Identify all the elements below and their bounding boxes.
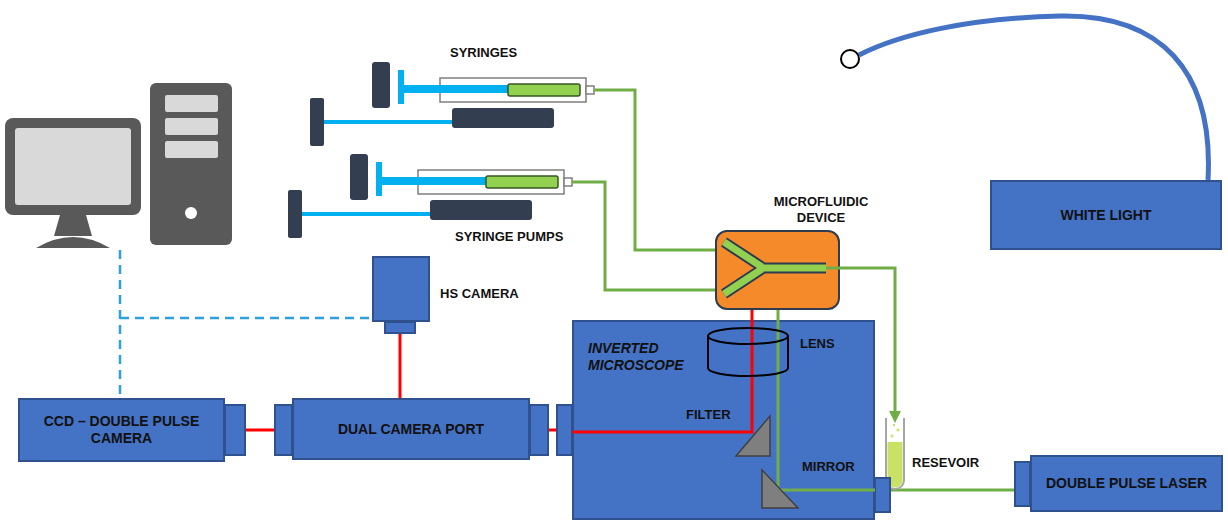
syringe-pump-bottom <box>288 154 572 238</box>
node-label: WHITE LIGHT <box>1061 207 1152 224</box>
node-label: DUAL CAMERA PORT <box>338 421 484 438</box>
light-source-box: WHITE LIGHT <box>990 180 1222 250</box>
data-cable <box>120 250 371 398</box>
node-label: MICROFLUIDIC DEVICE <box>765 194 877 225</box>
computer-icon <box>5 83 232 248</box>
camera-port-box: DUAL CAMERA PORT <box>292 398 530 460</box>
node-label: DOUBLE PULSE LASER <box>1046 475 1207 492</box>
node-label: INVERTED MICROSCOPE <box>588 340 698 374</box>
camera-box: CCD – DOUBLE PULSE CAMERA <box>18 398 225 462</box>
part-label: MIRROR <box>802 459 855 475</box>
part-label: FILTER <box>686 407 731 423</box>
part-label: RESEVOIR <box>912 455 979 471</box>
tubing <box>572 90 715 290</box>
part-label: SYRINGES <box>450 45 517 61</box>
laser-box: DOUBLE PULSE LASER <box>1030 455 1223 512</box>
node-label: CCD – DOUBLE PULSE CAMERA <box>34 413 209 447</box>
part-label: LENS <box>800 336 835 352</box>
camera-box: HS CAMERA <box>372 256 430 322</box>
node-label: HS CAMERA <box>440 286 540 302</box>
syringe-pump-top <box>310 62 594 146</box>
light-fibre <box>841 16 1208 180</box>
part-label: SYRINGE PUMPS <box>455 229 563 245</box>
